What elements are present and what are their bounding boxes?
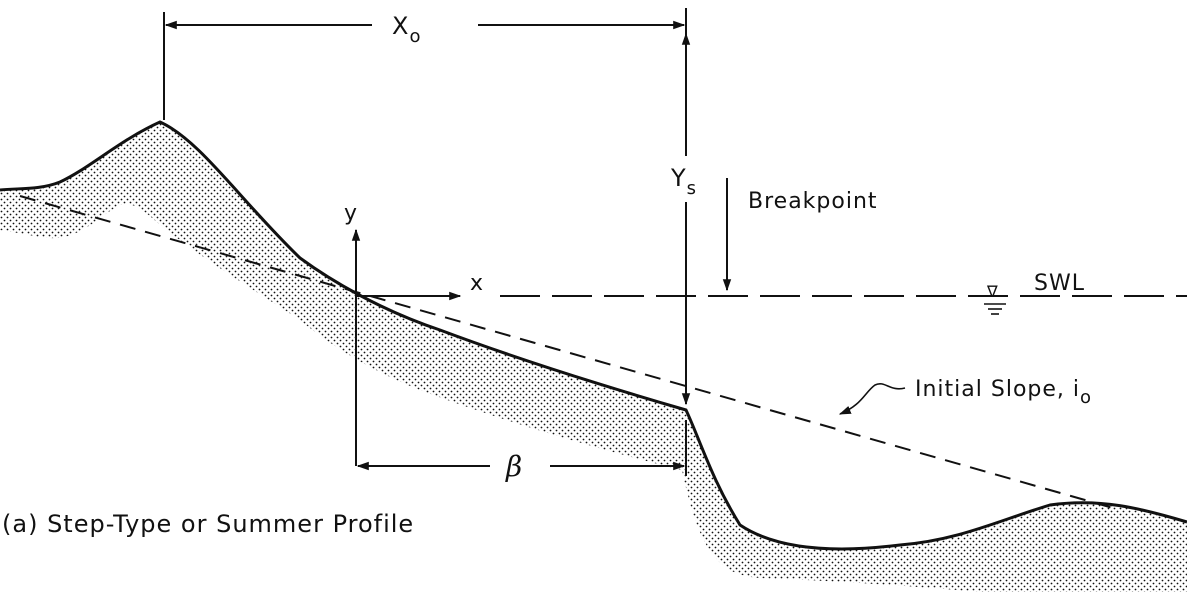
beta-label: β	[505, 450, 522, 483]
initial-slope-line	[19, 195, 1121, 511]
sand-stipple	[0, 122, 1187, 592]
water-symbol: ∇	[986, 282, 998, 301]
swl-label: SWL	[1034, 271, 1085, 296]
initial-slope-leader	[838, 383, 906, 415]
x0-label: Xo	[392, 12, 421, 47]
beach-profile-line	[0, 120, 1187, 551]
initial-slope-label: Initial Slope, io	[915, 377, 1092, 408]
y-axis-label: y	[344, 201, 358, 226]
ys-label: Ys	[670, 164, 697, 199]
x-axis-label: x	[470, 271, 484, 296]
figure-caption: (a) Step-Type or Summer Profile	[2, 510, 414, 538]
breakpoint-label: Breakpoint	[748, 189, 878, 214]
